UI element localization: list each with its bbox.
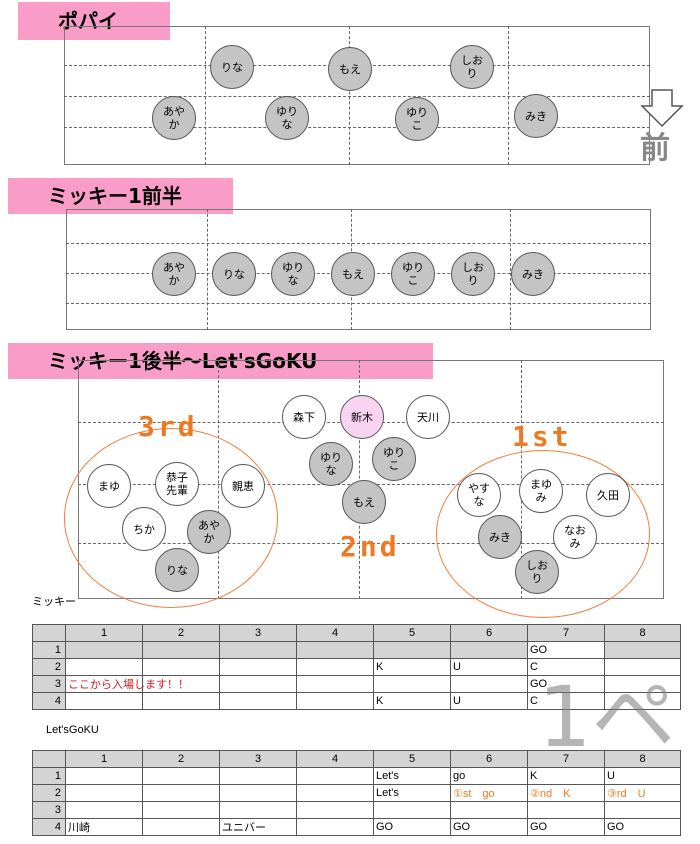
- member-yasuna: やすな: [457, 473, 501, 517]
- label-1st: 1st: [512, 420, 572, 453]
- member-yurina: ゆりな: [265, 96, 309, 140]
- member-shiori: しおり: [515, 550, 559, 594]
- member-araki: 新木: [340, 395, 384, 439]
- table2-caption: Let'sGoKU: [46, 724, 99, 736]
- member-yuriko: ゆりこ: [395, 97, 439, 141]
- table-row: 1 GO: [32, 641, 681, 659]
- member-yurina: ゆりな: [309, 442, 353, 486]
- member-morishita: 森下: [282, 395, 326, 439]
- member-miki: みき: [514, 94, 558, 138]
- member-yuriko: ゆりこ: [391, 252, 435, 296]
- member-shinkei: 親恵: [221, 464, 265, 508]
- member-shiori: しおり: [451, 252, 495, 296]
- member-miki: みき: [478, 515, 522, 559]
- member-shiori: しおり: [450, 45, 494, 89]
- member-kyoko: 恭子先輩: [155, 462, 199, 506]
- group-3rd-ellipse: [64, 428, 278, 608]
- label-3rd: 3rd: [138, 410, 198, 443]
- member-mayu: まゆ: [87, 464, 131, 508]
- member-rina: りな: [212, 252, 256, 296]
- member-amakawa: 天川: [406, 395, 450, 439]
- member-rina: りな: [210, 45, 254, 89]
- table-row: 3: [32, 801, 681, 819]
- stage-mickey1-front: [66, 209, 651, 330]
- member-miki: みき: [511, 252, 555, 296]
- member-yuriko: ゆりこ: [372, 437, 416, 481]
- member-moe: もえ: [328, 47, 372, 91]
- member-naomi: なおみ: [553, 515, 597, 559]
- section-header-popai: ポパイ: [18, 2, 170, 40]
- stage-popai: [64, 26, 650, 165]
- member-mayumi: まゆみ: [519, 469, 563, 513]
- member-kubota: 久田: [586, 473, 630, 517]
- front-label: 前: [640, 131, 670, 166]
- table-row: 3 ここから入場します！！ GO: [32, 675, 681, 693]
- member-yurina: ゆりな: [271, 252, 315, 296]
- front-arrow-icon: [640, 89, 684, 128]
- label-2nd: 2nd: [340, 530, 400, 563]
- page-marker-overlay: 1ペ: [538, 668, 676, 766]
- member-ayaka: あやか: [152, 96, 196, 140]
- member-chika: ちか: [122, 507, 166, 551]
- entrance-note: ここから入場します！！: [65, 675, 189, 693]
- member-ayaka: あやか: [152, 252, 196, 296]
- table1-caption: ミッキー: [32, 596, 76, 608]
- section-header-mickey1-front: ミッキー1前半: [8, 178, 233, 214]
- group-1st-ellipse: [436, 450, 650, 618]
- member-ayaka: あやか: [187, 510, 231, 554]
- member-moe: もえ: [342, 480, 386, 524]
- member-rina: りな: [155, 548, 199, 592]
- member-moe: もえ: [331, 252, 375, 296]
